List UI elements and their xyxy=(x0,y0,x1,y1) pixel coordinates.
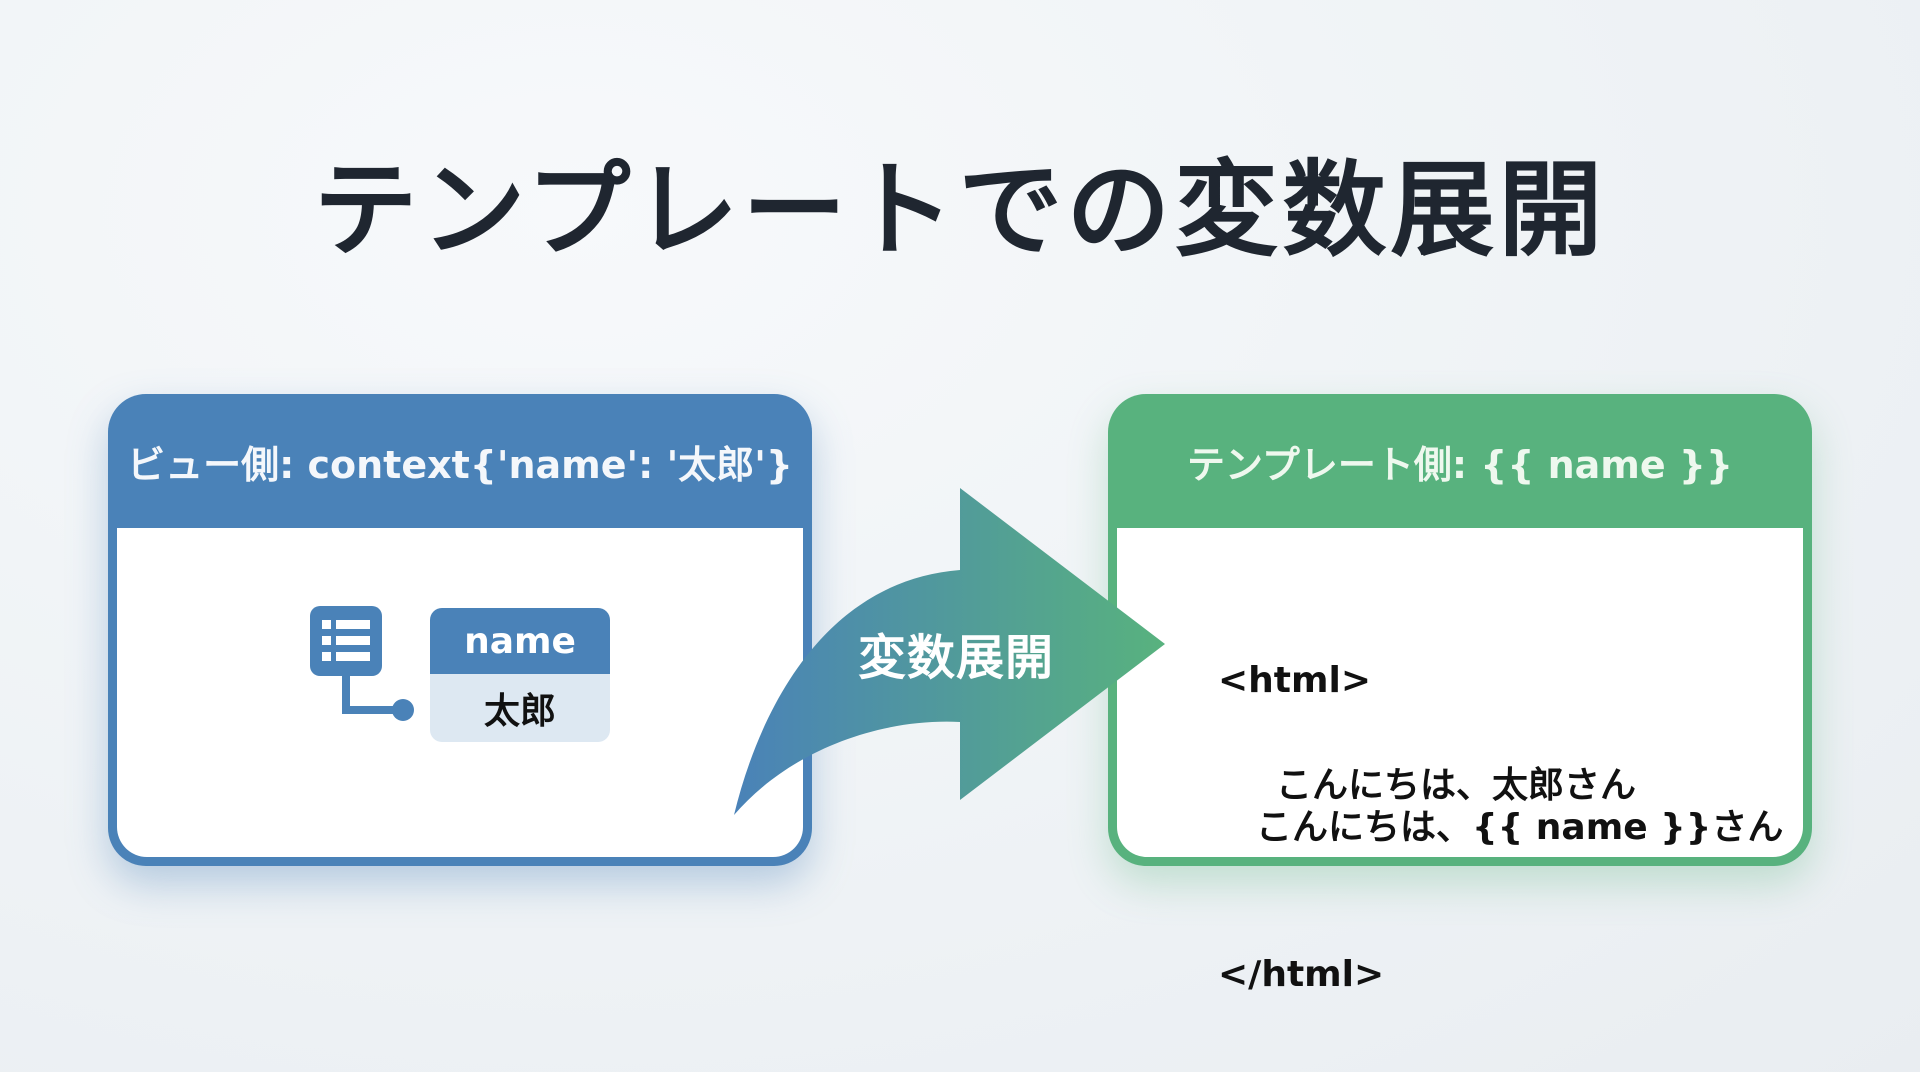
code-line: </html> xyxy=(1218,954,1385,995)
code-line: こんにちは、{{ name }}さん xyxy=(1256,807,1784,848)
template-code: <html> こんにちは、{{ name }}さん </html> xyxy=(1218,558,1783,1048)
template-side-body xyxy=(1117,528,1803,857)
context-value: 太郎 xyxy=(483,691,556,732)
context-key: name xyxy=(430,608,610,674)
context-key-value-table: name 太郎 xyxy=(430,608,610,742)
rendered-output: こんにちは、太郎さん xyxy=(1276,765,1637,806)
database-list-icon xyxy=(310,606,414,721)
template-side-card: テンプレート側: {{ name }} xyxy=(1108,394,1812,866)
code-line: <html> xyxy=(1218,660,1372,701)
view-side-header: ビュー側: context{'name': '太郎'} xyxy=(127,442,793,487)
expansion-arrow-label: 変数展開 xyxy=(858,630,1055,686)
slide-title: テンプレートでの変数展開 xyxy=(313,149,1607,271)
template-side-header: テンプレート側: {{ name }} xyxy=(1186,442,1734,487)
